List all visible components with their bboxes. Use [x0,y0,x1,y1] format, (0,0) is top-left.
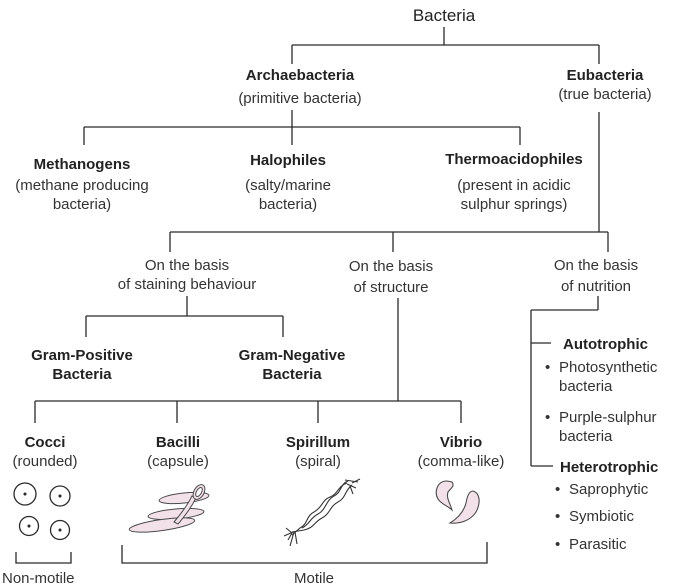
spirillum-icon [283,478,361,547]
bullet-icon: • [545,359,551,376]
connector-root [291,27,600,64]
cocci-title: Cocci [24,434,66,451]
bullet-icon: • [555,536,561,553]
bullet-icon: • [545,409,551,426]
autotrophic-item-line1: Purple-sulphur [559,409,657,426]
vibrio-icon [435,480,480,524]
methanogens-desc-line2: bacteria) [52,196,112,213]
bracket-non-motile [15,552,72,564]
archaebacteria-node: Archaebacteria (primitive bacteria) [238,66,361,108]
vibrio-title: Vibrio [439,434,483,451]
bacilli-node: Bacilli (capsule) [147,433,209,471]
archaebacteria-title: Archaebacteria [245,67,355,84]
spirillum-desc: (spiral) [295,453,341,470]
vibrio-desc: (comma-like) [417,453,505,470]
gram-positive-line1: Gram-Positive [31,347,133,364]
autotrophic-item: • Purple-sulphur bacteria [545,408,657,446]
basis-staining-node: On the basis of staining behaviour [118,256,256,294]
bullet-icon: • [555,508,561,525]
basis-structure-line2: of structure [353,279,429,296]
bracket-motile [121,542,488,564]
thermoacidophiles-node: Thermoacidophiles (present in acidic sul… [445,150,583,214]
spirillum-title: Spirillum [285,434,351,451]
bacilli-title: Bacilli [155,434,201,451]
heterotrophic-item-label: Symbiotic [569,508,635,525]
connector-nutrition [530,296,599,467]
gram-negative-node: Gram-Negative Bacteria [239,346,346,384]
heterotrophic-item-label: Saprophytic [569,481,649,498]
halophiles-node: Halophiles (salty/marine bacteria) [245,151,331,214]
gram-negative-line2: Bacteria [262,366,322,383]
thermoacidophiles-desc-line2: sulphur springs) [460,196,568,213]
connector-structure [34,298,462,423]
root-title: Bacteria [412,6,476,25]
thermoacidophiles-desc-line1: (present in acidic [457,177,571,194]
eubacteria-title: Eubacteria [566,67,644,84]
gram-positive-line2: Bacteria [52,366,112,383]
cocci-icon [13,482,71,541]
heterotrophic-item: • Symbiotic [555,507,634,526]
basis-nutrition-line1: On the basis [553,257,639,274]
autotrophic-title: Autotrophic [563,336,648,353]
basis-structure-line1: On the basis [348,258,434,275]
bacilli-desc: (capsule) [147,453,209,470]
methanogens-title: Methanogens [33,156,131,173]
heterotrophic-title: Heterotrophic [560,459,659,476]
bacilli-icon [128,484,210,533]
connector-archaebacteria [83,110,521,145]
archaebacteria-subtitle: (primitive bacteria) [238,90,362,107]
gram-negative-line1: Gram-Negative [238,347,346,364]
heterotrophic-item: • Parasitic [555,535,627,554]
motile-label: Motile [293,570,335,587]
autotrophic-item-line2: bacteria [559,428,613,445]
basis-structure-node: On the basis of structure [349,257,433,297]
heterotrophic-item-label: Parasitic [569,536,627,553]
vibrio-node: Vibrio (comma-like) [418,433,505,471]
cocci-desc: (rounded) [12,453,78,470]
autotrophic-item: • Photosynthetic bacteria [545,358,657,396]
heterotrophic-item: • Saprophytic [555,480,648,499]
autotrophic-item-line1: Photosynthetic [559,359,658,376]
spirillum-node: Spirillum (spiral) [286,433,350,471]
eubacteria-subtitle: (true bacteria) [558,86,652,103]
autotrophic-item-line2: bacteria [559,378,613,395]
gram-positive-node: Gram-Positive Bacteria [31,346,133,384]
thermoacidophiles-title: Thermoacidophiles [445,151,583,168]
cocci-node: Cocci (rounded) [12,433,77,471]
non-motile-label: Non-motile [2,570,75,587]
eubacteria-node: Eubacteria (true bacteria) [558,66,651,104]
halophiles-desc-line2: bacteria) [258,196,318,213]
methanogens-node: Methanogens (methane producing bacteria) [15,155,148,214]
bullet-icon: • [555,481,561,498]
methanogens-desc-line1: (methane producing [15,177,149,194]
basis-staining-line2: of staining behaviour [117,276,257,293]
halophiles-desc-line1: (salty/marine [245,177,331,194]
basis-nutrition-node: On the basis of nutrition [554,256,638,296]
basis-staining-line1: On the basis [144,257,230,274]
connector-eubacteria [169,112,609,252]
connector-staining [85,296,284,337]
basis-nutrition-line2: of nutrition [560,278,632,295]
halophiles-title: Halophiles [250,152,326,169]
